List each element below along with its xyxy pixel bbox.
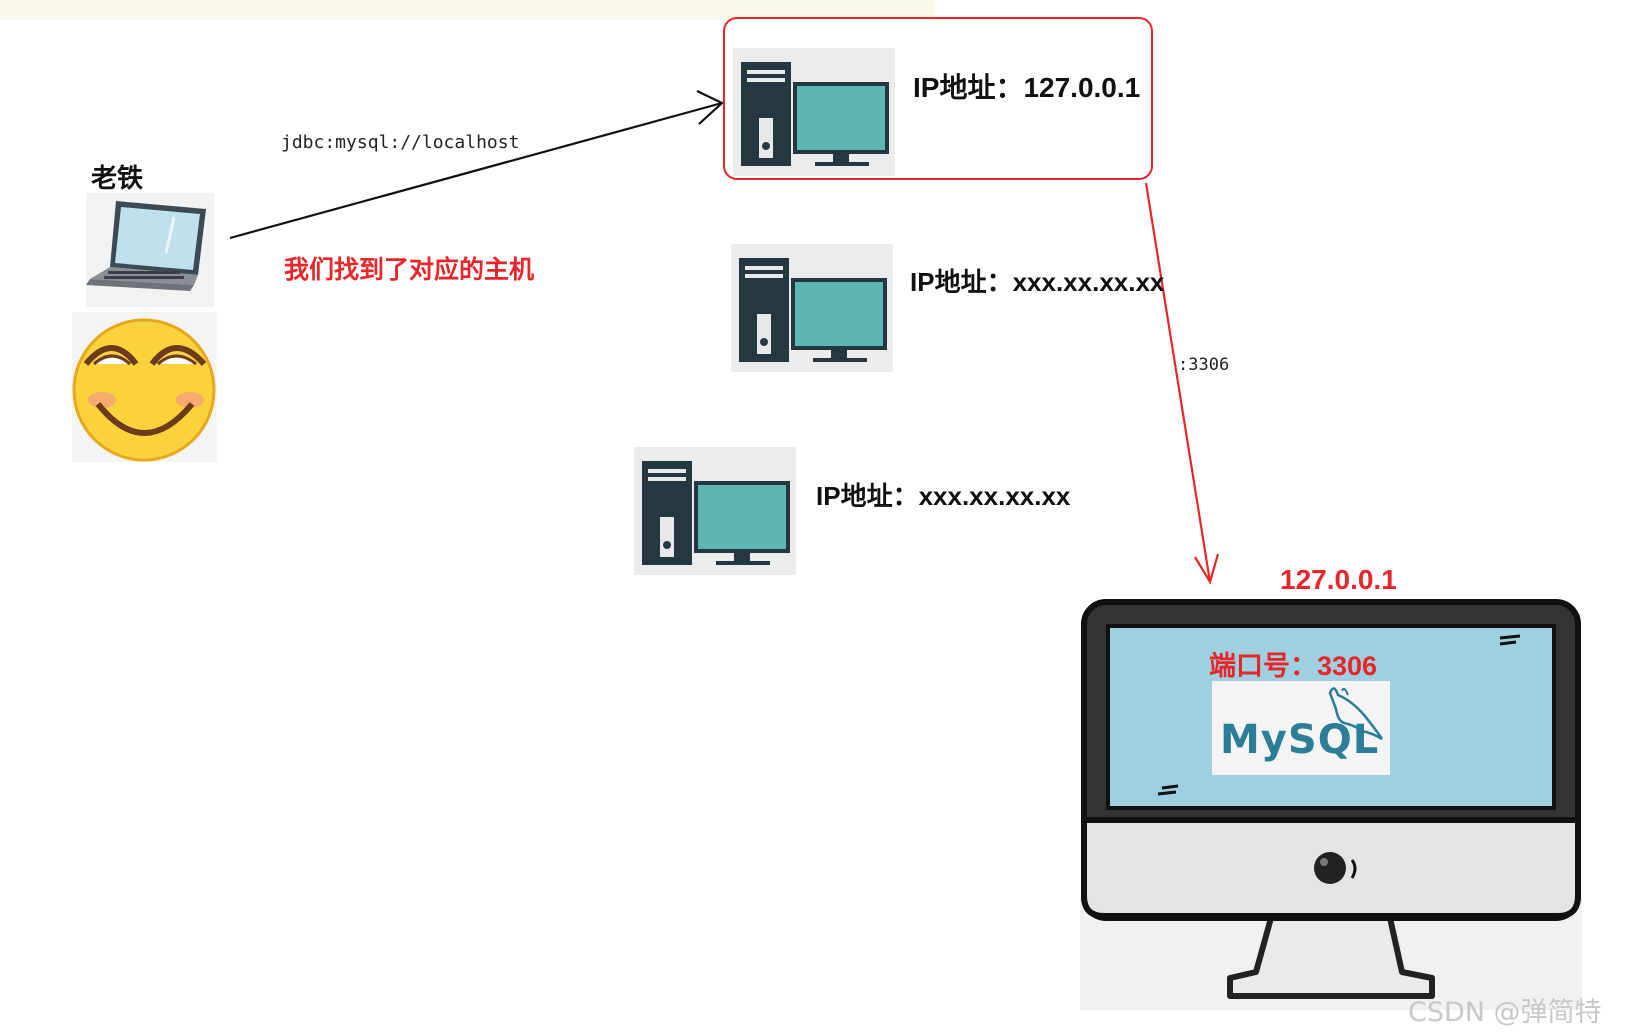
request-arrow-head	[696, 90, 724, 125]
laptop-icon	[86, 193, 214, 307]
selected-host-highlight	[723, 17, 1153, 180]
target-port-label: 端口号：3306	[1209, 651, 1378, 681]
found-host-note: 我们找到了对应的主机	[284, 256, 535, 284]
watermark: CSDN @弹简特	[1408, 997, 1602, 1028]
grinning-emoji-icon	[72, 312, 217, 462]
host-computer-icon-1	[733, 48, 895, 176]
port-arrow-line	[1144, 182, 1212, 583]
mysql-logo-text: MySQL	[1220, 717, 1380, 763]
host-ip-label-3: IP地址：xxx.xx.xx.xx	[816, 481, 1071, 511]
port-arrow-head	[1194, 553, 1220, 585]
host-ip-label-2: IP地址：xxx.xx.xx.xx	[910, 267, 1165, 297]
target-ip-label: 127.0.0.1	[1280, 564, 1397, 595]
host-computer-icon-3	[634, 447, 796, 575]
client-name: 老铁	[91, 163, 144, 193]
mysql-logo: MySQL	[1212, 681, 1390, 775]
top-strip	[0, 0, 935, 20]
port-link-label: :3306	[1178, 355, 1230, 375]
host-computer-icon-2	[731, 244, 893, 372]
request-url-label: jdbc:mysql://localhost	[281, 132, 520, 153]
dolphin-icon	[1328, 687, 1384, 741]
request-arrow-line	[229, 101, 723, 240]
host-ip-label-1: IP地址：127.0.0.1	[913, 72, 1141, 103]
